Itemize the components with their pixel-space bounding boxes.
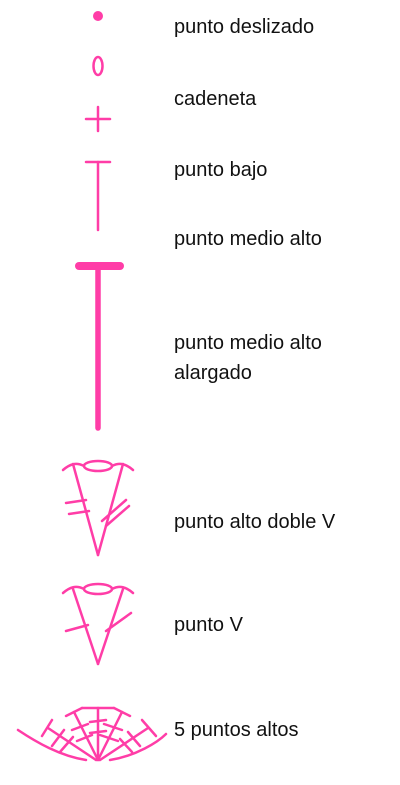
chain-oval-icon: [92, 55, 104, 77]
stitch-symbols: [16, 11, 168, 762]
label-punto-v: punto V: [174, 614, 243, 636]
double-v-stitch-icon: [61, 459, 135, 557]
label-5-puntos-altos: 5 puntos altos: [174, 719, 299, 741]
label-punto-deslizado: punto deslizado: [174, 16, 315, 38]
half-double-crochet-t-icon: [84, 160, 112, 232]
label-cadeneta: cadeneta: [174, 88, 257, 110]
label-punto-bajo: punto bajo: [174, 159, 268, 181]
single-crochet-plus-icon: [84, 105, 112, 133]
label-punto-medio-alto: punto medio alto: [174, 228, 322, 250]
five-double-crochet-fan-icon: [16, 706, 168, 762]
slip-stitch-dot-icon: [93, 11, 103, 21]
v-stitch-icon: [61, 582, 135, 666]
label-punto-medio-alto-alargado: punto medio alto alargado: [174, 332, 322, 384]
label-punto-alto-doble-v: punto alto doble V: [174, 511, 336, 533]
elongated-half-double-t-icon: [75, 262, 124, 431]
